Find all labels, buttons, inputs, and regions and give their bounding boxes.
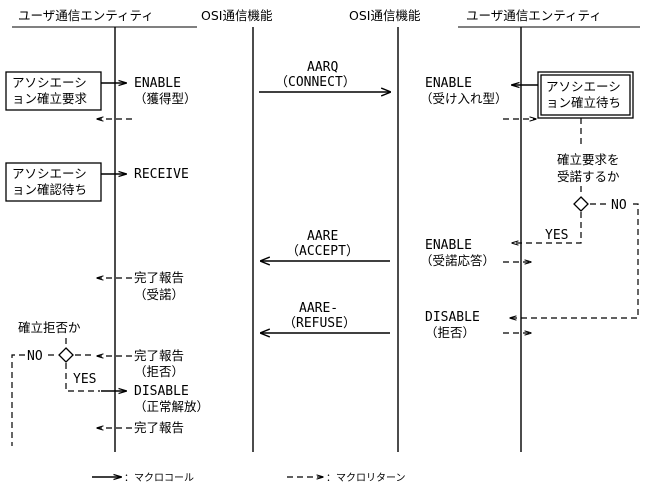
label-left-receive: RECEIVE [134, 167, 189, 182]
decision-diamond-right [573, 196, 589, 212]
svg-text:ョン確立要求: ョン確立要求 [12, 91, 88, 106]
label-right-disable-type: （拒否） [425, 325, 475, 340]
label-right-no: NO [611, 198, 627, 213]
label-complete1: 完了報告 [134, 270, 184, 285]
legend-macro-call-label: ：マクロコール [124, 472, 194, 484]
connector-right-no-path [510, 203, 639, 318]
box-assoc-wait-confirm: アソシエーシ ョン確認待ち [5, 162, 102, 202]
label-right-enable2: ENABLE [425, 238, 472, 253]
label-aare-refuse: AARE- [299, 301, 338, 316]
label-right-question-1: 確立要求を [557, 152, 620, 167]
label-right-question-2: 受諾するか [557, 169, 620, 184]
label-aare-accept-sub: （ACCEPT） [286, 244, 359, 259]
connector-left-yes-path [65, 363, 100, 392]
svg-text:アソシエーシ: アソシエーシ [546, 79, 621, 94]
legend-macro-return-label: ：マクロリターン [326, 472, 406, 484]
header-osi-right: OSI通信機能 [349, 8, 421, 23]
label-complete2-detail: （拒否） [134, 364, 184, 379]
label-complete1-detail: （受諾） [134, 287, 184, 302]
label-right-enable2-type: （受諾応答） [420, 253, 495, 268]
label-left-question: 確立拒否か [18, 320, 81, 335]
label-left-enable: ENABLE [134, 76, 181, 91]
svg-text:アソシエーシ: アソシエーシ [12, 166, 87, 181]
header-right-entity: ユーザ通信エンティティ [466, 8, 602, 23]
box-assoc-wait-establish: アソシエーシ ョン確立待ち [537, 71, 634, 119]
label-right-yes: YES [545, 228, 568, 243]
header-left-entity: ユーザ通信エンティティ [18, 8, 154, 23]
label-right-disable: DISABLE [425, 310, 480, 325]
label-aarq-sub: （CONNECT） [275, 75, 356, 90]
label-aarq: AARQ [307, 60, 338, 75]
label-aare-accept: AARE [307, 229, 338, 244]
svg-text:アソシエーシ: アソシエーシ [12, 75, 87, 90]
connector-right-yes-path [512, 212, 582, 243]
label-left-disable: DISABLE [134, 384, 189, 399]
label-complete2: 完了報告 [134, 348, 184, 363]
label-aare-refuse-sub: （REFUSE） [283, 316, 356, 331]
label-right-enable1-type: （受け入れ型） [420, 91, 508, 106]
decision-diamond-left [58, 347, 74, 363]
connector-left-no-path [11, 354, 25, 446]
svg-text:ョン確立待ち: ョン確立待ち [546, 95, 621, 110]
label-left-yes: YES [73, 372, 96, 387]
label-left-enable-type: （獲得型） [134, 91, 197, 106]
label-right-enable1: ENABLE [425, 76, 472, 91]
label-left-no: NO [27, 349, 43, 364]
label-left-disable-detail: （正常解放） [134, 399, 209, 414]
header-osi-left: OSI通信機能 [201, 8, 273, 23]
svg-text:ョン確認待ち: ョン確認待ち [12, 182, 87, 197]
label-complete3: 完了報告 [134, 420, 184, 435]
box-assoc-request: アソシエーシ ョン確立要求 [5, 71, 102, 111]
